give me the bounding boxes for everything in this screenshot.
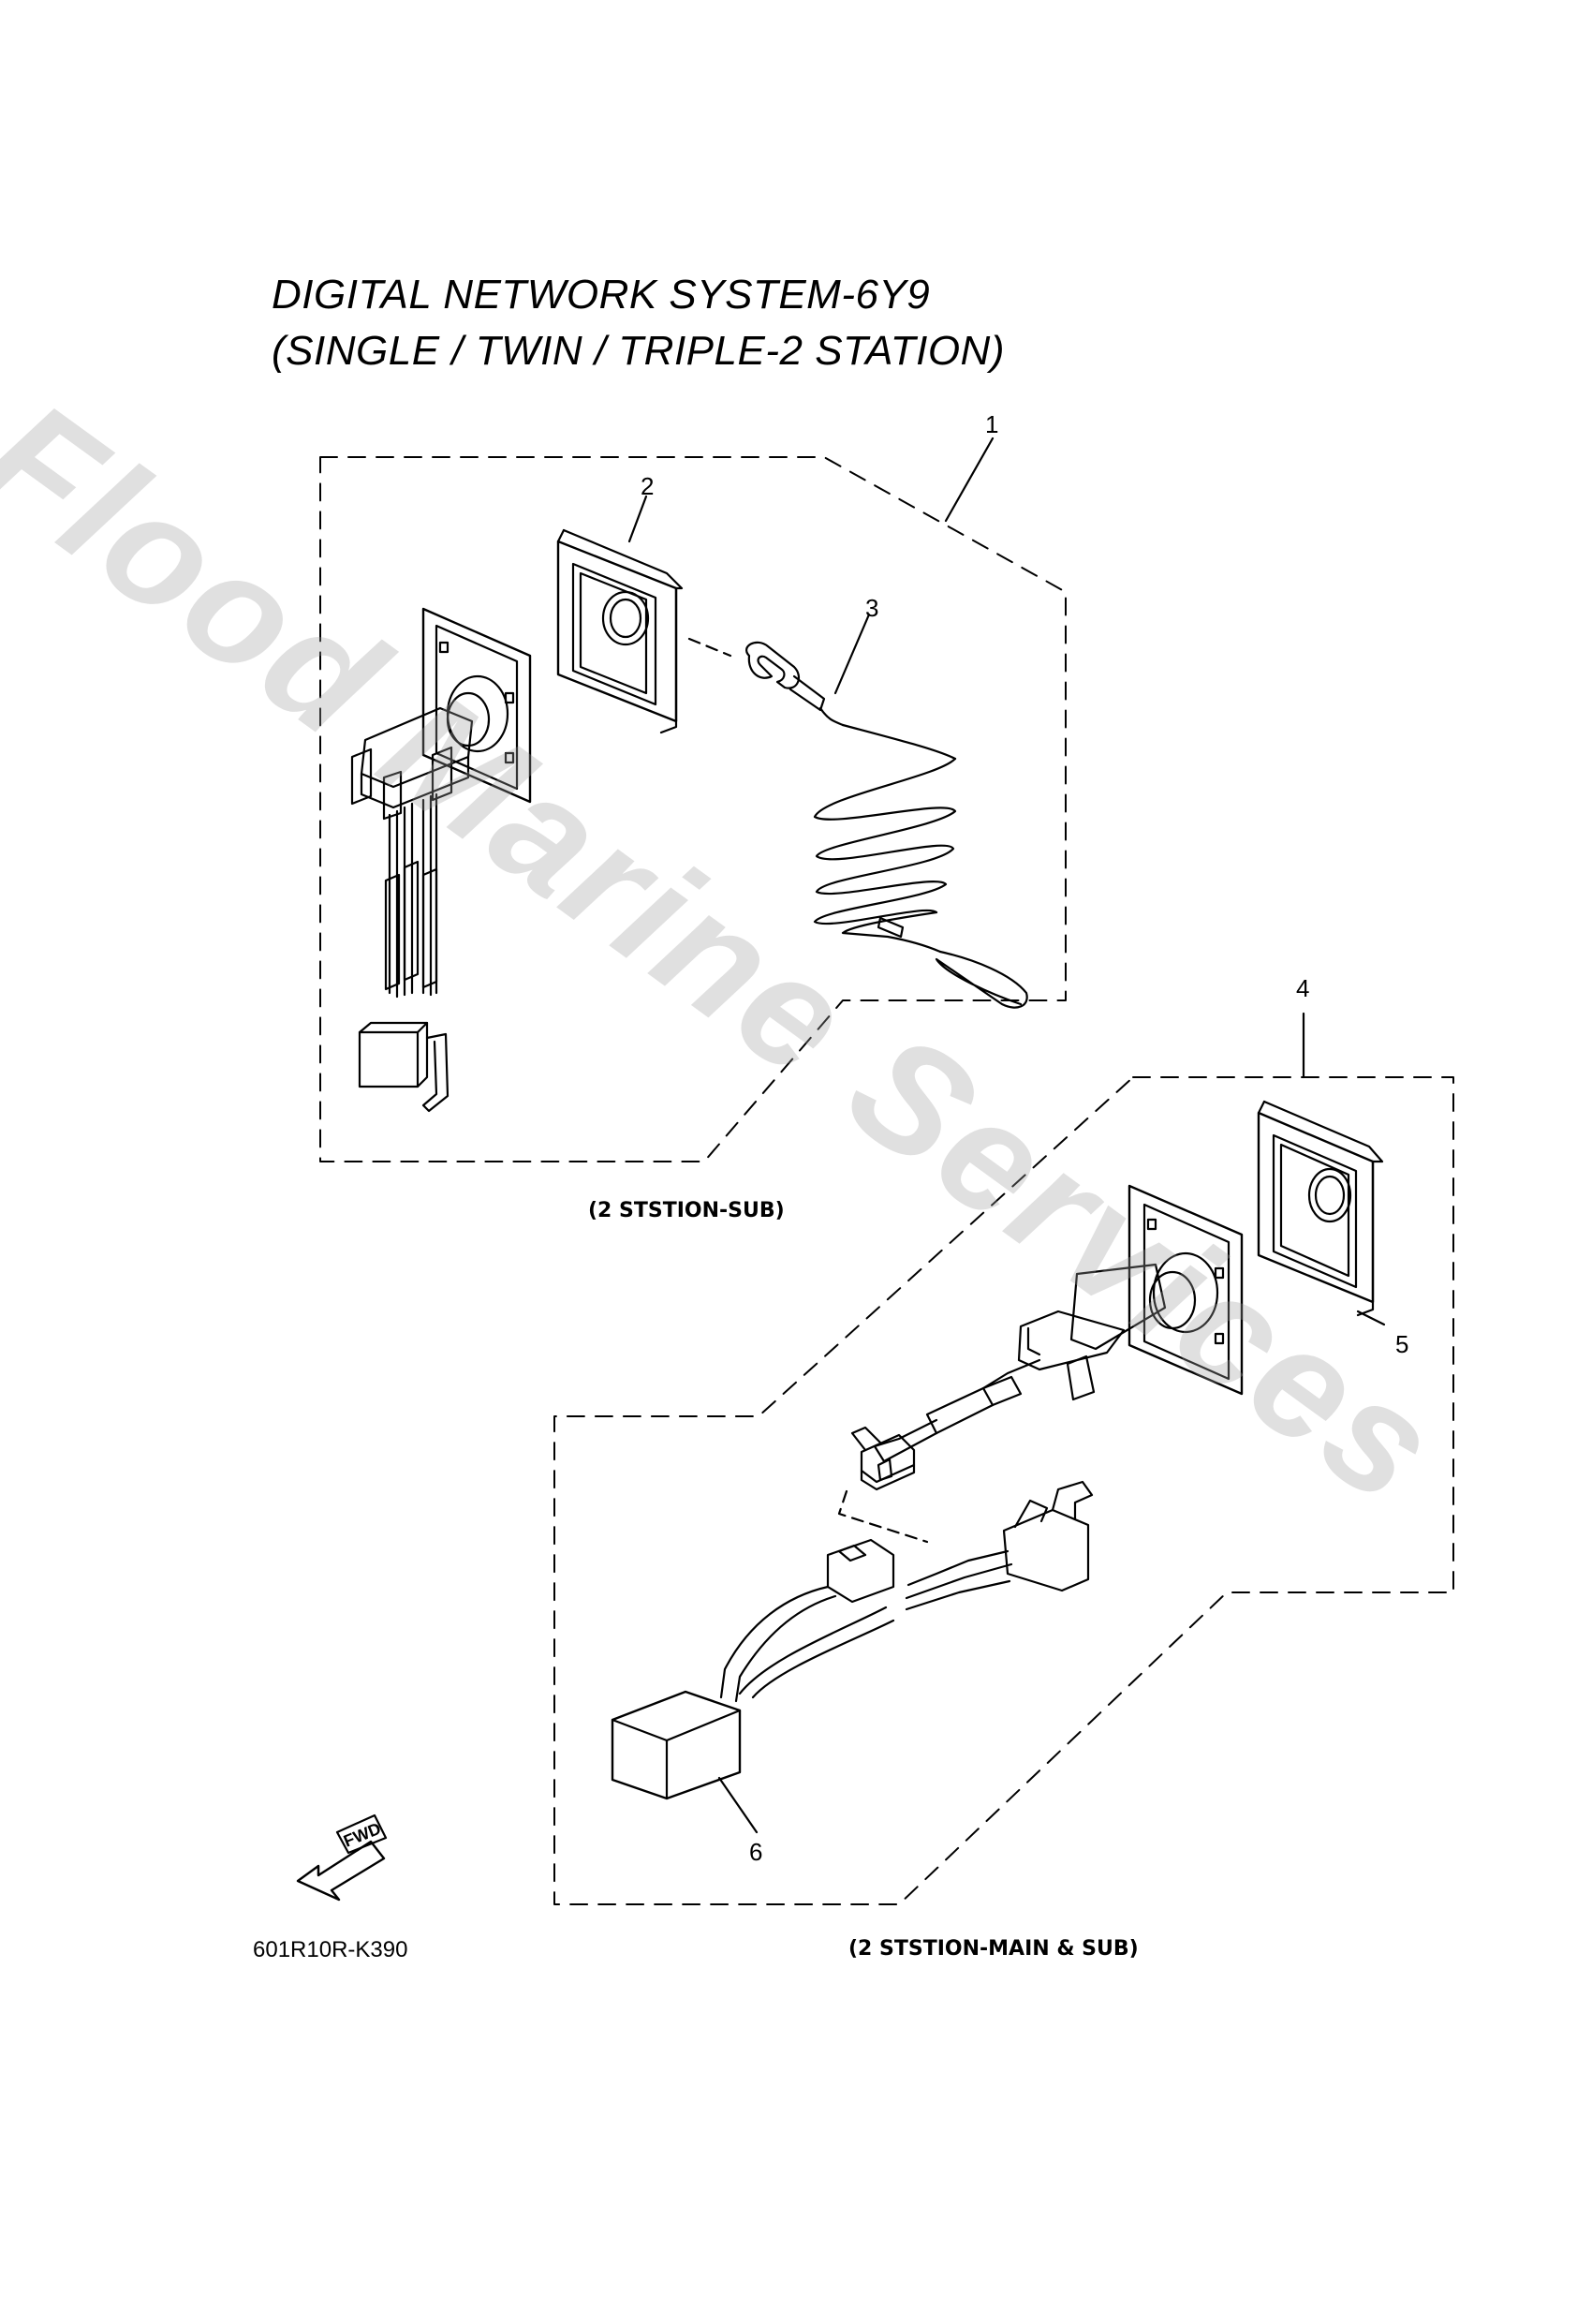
callout-2: 2 (641, 472, 655, 500)
callout-4: 4 (1296, 974, 1310, 1002)
callout-1-leader (944, 437, 995, 523)
diagram-title-line-2: (SINGLE / TWIN / TRIPLE-2 STATION) (272, 328, 1005, 374)
callout-5: 5 (1395, 1330, 1409, 1358)
caption-2-station-main-and-sub: (2 STSTION-MAIN & SUB) (848, 1937, 1139, 1961)
fwd-arrow-icon: FWD (296, 1813, 388, 1902)
main-switch-body-group-4 (837, 1184, 1244, 1544)
group-4-boundary (553, 1076, 1454, 1905)
part-5-cover (1257, 1100, 1386, 1326)
part-2-cover (556, 495, 684, 734)
callout-1: 1 (985, 410, 999, 438)
callout-6: 6 (749, 1838, 763, 1866)
diagram-title-line-1: DIGITAL NETWORK SYSTEM-6Y9 (272, 272, 931, 318)
caption-2-station-sub: (2 STSTION-SUB) (588, 1199, 785, 1222)
main-switch-body-group-1 (350, 607, 532, 1113)
diagram-part-number: 601R10R-K390 (253, 1937, 408, 1962)
callout-3: 3 (865, 594, 879, 622)
part-3-lanyard (687, 613, 1028, 1009)
group-1-boundary (319, 456, 1067, 1162)
part-6-harness (611, 1480, 1094, 1834)
